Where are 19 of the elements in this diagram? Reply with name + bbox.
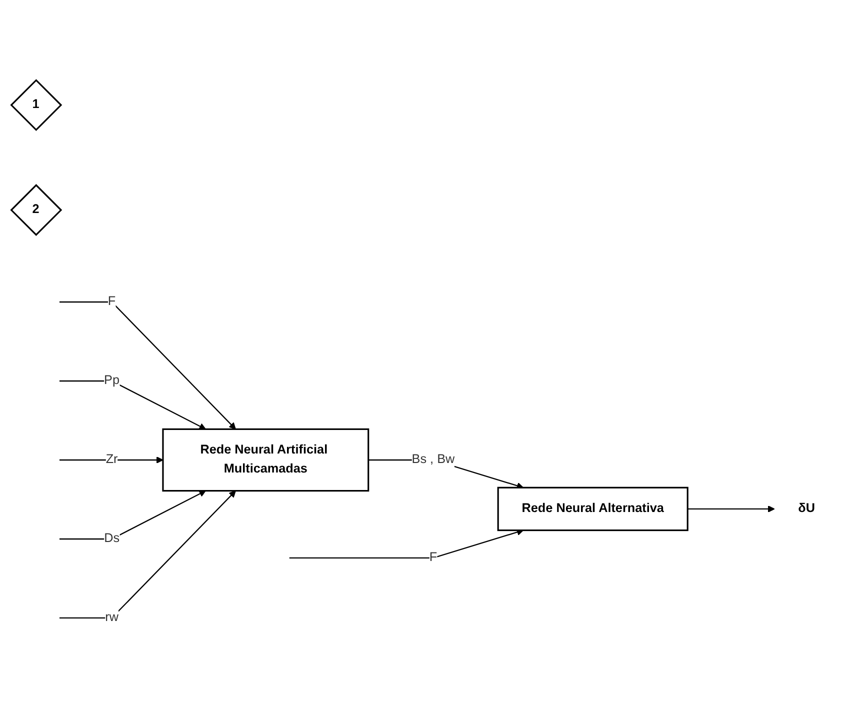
arrow bbox=[59, 490, 236, 619]
edge-label: rw bbox=[105, 610, 118, 624]
edge-label: Ds bbox=[104, 532, 120, 546]
arrow bbox=[59, 301, 236, 430]
arrow bbox=[59, 456, 164, 464]
node-box: Rede Neural Alternativa bbox=[497, 486, 688, 532]
edge-label: Zr bbox=[106, 452, 118, 466]
arrow bbox=[59, 380, 206, 430]
edge-label: F bbox=[429, 550, 438, 564]
node-diamond: 2 bbox=[10, 184, 62, 236]
arrow bbox=[688, 505, 775, 512]
node-box: Rede Neural Artificial Multicamadas bbox=[162, 428, 370, 492]
node-text: δU bbox=[798, 502, 815, 516]
arrow bbox=[59, 490, 206, 540]
edge-label: Pp bbox=[104, 374, 120, 388]
edge-label: Bs , Bw bbox=[412, 452, 455, 466]
edge-label: F bbox=[108, 294, 116, 308]
node-diamond: 1 bbox=[10, 79, 62, 131]
arrow bbox=[289, 528, 524, 559]
